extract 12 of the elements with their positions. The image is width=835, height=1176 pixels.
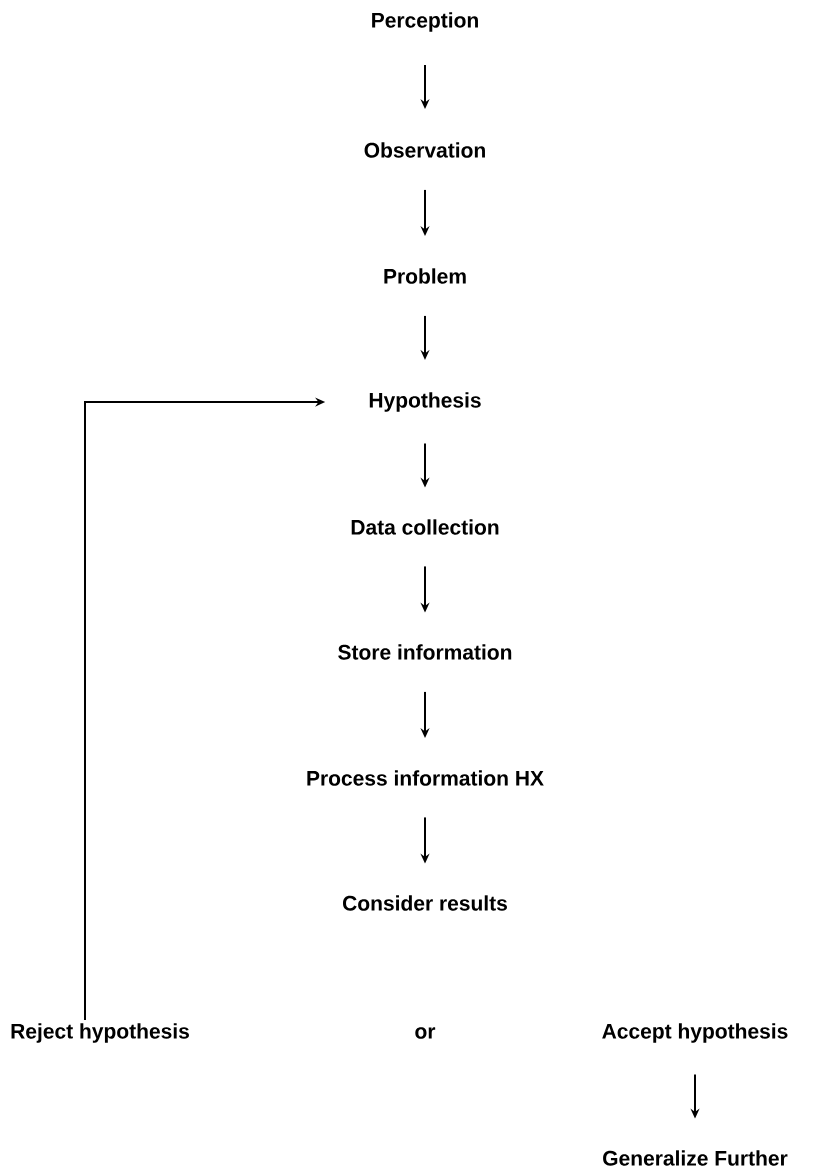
- step-text: Perception: [372, 12, 478, 32]
- step-text: Observation: [364, 142, 485, 158]
- step-text: Hypothesis: [369, 392, 481, 412]
- step-text: Process information HX: [307, 770, 544, 786]
- step-text: Generalize Further: [603, 1150, 788, 1166]
- connector-word: or: [415, 1027, 436, 1039]
- step-text: Problem: [384, 268, 466, 284]
- step-text: Consider results: [343, 895, 507, 911]
- step-text: Reject hypothesis: [11, 1023, 189, 1043]
- step-text: Data collection: [351, 519, 499, 535]
- step-text: Accept hypothesis: [602, 1023, 788, 1043]
- step-text: Store information: [338, 644, 512, 660]
